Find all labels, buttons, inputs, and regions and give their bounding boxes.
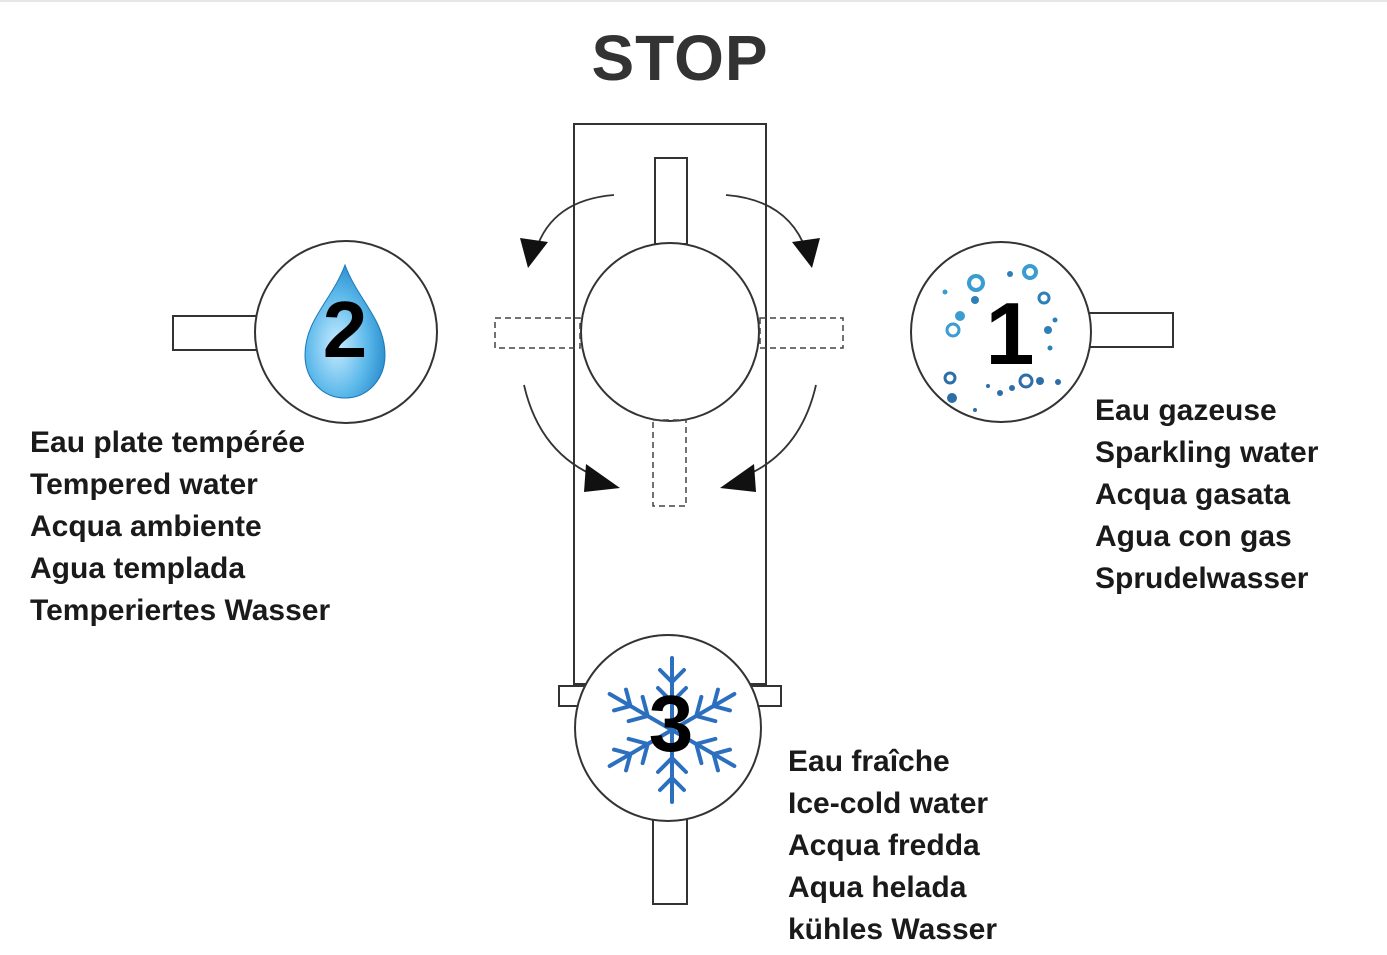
- label-list-cold: Eau fraîche Ice-cold water Acqua fredda …: [788, 741, 997, 951]
- lever-position-left: [494, 317, 581, 349]
- label-item: Eau fraîche: [788, 745, 950, 778]
- badge-number-cold: 3: [648, 679, 694, 768]
- label-item: Agua templada: [30, 552, 246, 585]
- label-item: Sparkling water: [1095, 436, 1319, 469]
- arrow-bottom-right: [739, 384, 817, 479]
- label-item: kühles Wasser: [788, 913, 997, 946]
- arrowhead-bottom-right: [720, 464, 756, 492]
- arrowhead-top-right: [792, 238, 820, 268]
- badge-number-tempered: 2: [322, 285, 368, 374]
- label-item: Eau gazeuse: [1095, 394, 1277, 427]
- label-item: Aqua helada: [788, 871, 967, 904]
- snowflake-icon: [607, 656, 737, 804]
- label-list-tempered: Eau plate tempérée Tempered water Acqua …: [30, 422, 330, 632]
- arrow-top-left: [535, 194, 615, 251]
- badge-number-sparkling: 1: [985, 284, 1035, 383]
- spout-tempered: [172, 315, 262, 351]
- lever-stop-position: [654, 157, 688, 245]
- spout-cold: [652, 809, 688, 905]
- label-item: Ice-cold water: [788, 787, 989, 820]
- selector-knob: [580, 242, 760, 422]
- label-item: Acqua gasata: [1095, 478, 1291, 511]
- label-item: Acqua fredda: [788, 829, 980, 862]
- page-title: STOP: [591, 22, 769, 94]
- arrowheads: [520, 238, 820, 492]
- label-item: Tempered water: [30, 468, 258, 501]
- lever-position-right: [759, 317, 844, 349]
- spout-sparkling: [1084, 312, 1174, 348]
- label-item: Acqua ambiente: [30, 510, 262, 543]
- arrow-bottom-left: [523, 384, 601, 479]
- label-list-sparkling: Eau gazeuse Sparkling water Acqua gasata…: [1095, 390, 1318, 600]
- arrow-top-right: [725, 194, 807, 251]
- bubbles-icon: [942, 264, 1061, 412]
- label-item: Sprudelwasser: [1095, 562, 1309, 595]
- label-item: Eau plate tempérée: [30, 426, 306, 459]
- lever-position-bottom: [652, 419, 687, 507]
- label-item: Temperiertes Wasser: [30, 594, 331, 627]
- water-drop-icon: [304, 263, 386, 399]
- arrowhead-bottom-left: [584, 464, 620, 492]
- arrowhead-top-left: [520, 238, 548, 268]
- label-item: Agua con gas: [1095, 520, 1292, 553]
